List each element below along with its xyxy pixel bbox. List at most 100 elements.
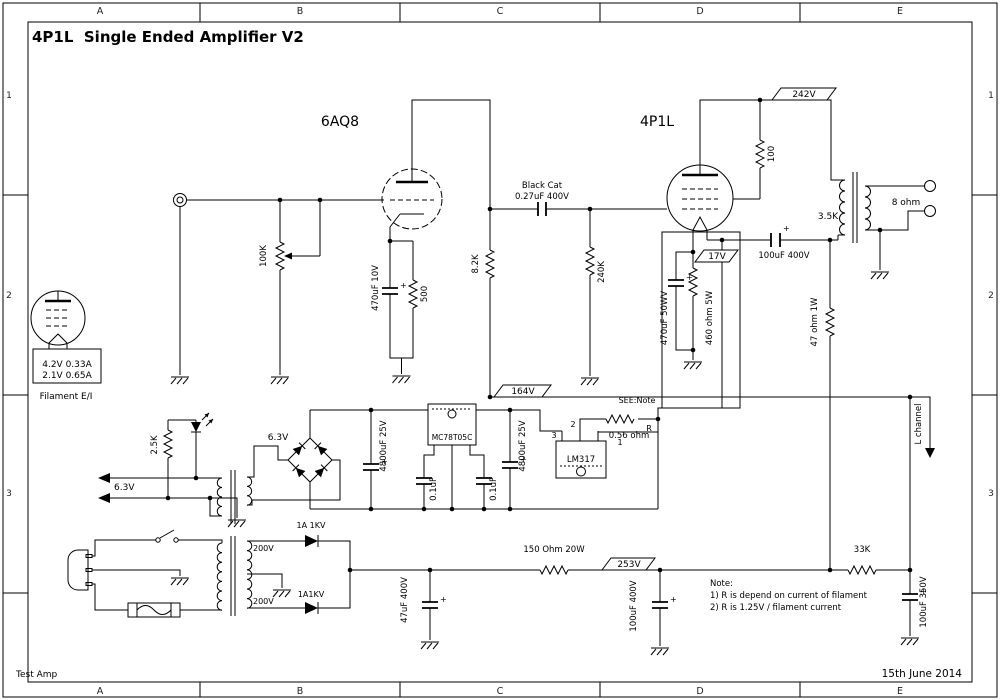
cap-100uf400-body bbox=[652, 601, 668, 609]
footer-left: Test Amp bbox=[15, 670, 58, 680]
coupling-cap-value: 0.27uF 400V bbox=[515, 192, 569, 202]
bridge-rectifier bbox=[287, 437, 333, 483]
plate-res-body bbox=[484, 249, 496, 279]
tube2-label: 4P1L bbox=[640, 114, 674, 130]
res-33k-body bbox=[847, 564, 877, 576]
filament-res-label: 460 ohm 5W bbox=[705, 290, 715, 345]
note-line1: 1) R is depend on current of filament bbox=[710, 591, 868, 601]
heater-out-label: 6.3V bbox=[114, 483, 135, 493]
screen-res-body bbox=[754, 139, 766, 169]
plus-cap-4800a: + bbox=[381, 457, 388, 466]
grid-col-d-bottom: D bbox=[696, 686, 703, 697]
indicator-res-body bbox=[162, 429, 174, 459]
plus-cathode-cap: + bbox=[400, 281, 407, 290]
mains-transformer bbox=[216, 536, 253, 616]
grid-col-c-bottom: C bbox=[497, 686, 504, 697]
rectifier-diode-2 bbox=[305, 602, 319, 614]
plus-ultrapath-cap: + bbox=[783, 224, 790, 233]
flag-17v: 17V bbox=[708, 252, 726, 262]
footer-date: 15th June 2014 bbox=[882, 668, 963, 680]
grid-row-2-right: 2 bbox=[988, 291, 994, 301]
cap-01a-body bbox=[416, 477, 432, 485]
page-title: 4P1L Single Ended Amplifier V2 bbox=[32, 28, 304, 46]
ultrapath-cap-label: 100uF 400V bbox=[758, 251, 809, 261]
cathode-cap-body bbox=[382, 287, 398, 295]
heater-winding-label: 6.3V bbox=[268, 433, 289, 443]
grid-col-b-top: B bbox=[297, 6, 304, 17]
fb-res-body bbox=[824, 307, 836, 337]
cap-4800b-body bbox=[502, 461, 518, 469]
ultrapath-cap-body bbox=[770, 233, 781, 247]
grid-res-label: 240K bbox=[597, 261, 607, 283]
input-jack bbox=[173, 193, 187, 207]
opt-secondary-label: 8 ohm bbox=[892, 198, 921, 208]
see-note-label: SEE:Note bbox=[619, 396, 656, 405]
filament-info-line2: 2.1V 0.65A bbox=[42, 371, 92, 381]
mains-input bbox=[67, 529, 181, 618]
grid-row-3-right: 3 bbox=[988, 489, 994, 499]
grid-col-e-bottom: E bbox=[897, 686, 903, 697]
power-switch bbox=[155, 529, 179, 543]
cap-01a-label: 0.1uF bbox=[429, 477, 439, 501]
l-channel-label: L channel bbox=[914, 403, 924, 444]
cap-01b-label: 0.1uF bbox=[489, 477, 499, 501]
plus-cap-47uf: + bbox=[440, 595, 447, 604]
r-value-label: 0.56 ohm bbox=[609, 431, 650, 441]
lm317-pin1-label: 1 bbox=[617, 438, 622, 447]
grid-col-c-top: C bbox=[497, 6, 504, 17]
grid-row-3-left: 3 bbox=[6, 489, 12, 499]
lm317-pin3-label: 3 bbox=[551, 431, 556, 440]
filament-info-line1: 4.2V 0.33A bbox=[42, 360, 92, 370]
mains-winding-bottom-label: 200V bbox=[253, 597, 274, 606]
tube-info-symbol: 4.2V 0.33A 2.1V 0.65A Filament E/I bbox=[30, 290, 102, 402]
cap-4800a-body bbox=[363, 463, 379, 471]
r-label: R bbox=[646, 424, 652, 433]
grid-row-2-left: 2 bbox=[6, 291, 12, 301]
dropper-res-body bbox=[539, 564, 569, 576]
filament-res-body bbox=[687, 267, 699, 297]
filament-info-caption: Filament E/I bbox=[40, 392, 93, 402]
output-terminal-top bbox=[924, 180, 936, 192]
cathode-res-label: 500 bbox=[420, 286, 430, 302]
volume-pot-label: 100K bbox=[259, 245, 269, 267]
r-056-body bbox=[605, 413, 635, 425]
mains-winding-top-label: 200V bbox=[253, 544, 274, 553]
resistors bbox=[162, 139, 877, 576]
filament-cap-body bbox=[668, 279, 684, 287]
filament-cap-label: 470uF 50WV bbox=[660, 291, 670, 345]
heater-out-terminals bbox=[98, 473, 110, 503]
screen-res-label: 100 bbox=[767, 146, 777, 162]
junction-dots bbox=[165, 97, 913, 573]
rectifier-diode-1 bbox=[305, 535, 319, 547]
pot-wiper-arrow bbox=[284, 252, 292, 260]
cathode-res-body bbox=[407, 279, 419, 309]
note-line2: 2) R is 1.25V / filament current bbox=[710, 603, 842, 613]
ground-symbols bbox=[170, 271, 919, 656]
filament-info-box bbox=[32, 348, 102, 384]
coupling-cap-name: Black Cat bbox=[522, 181, 563, 191]
regulator-5v-label: MC78T05C bbox=[432, 433, 473, 442]
tube1-label: 6AQ8 bbox=[321, 114, 359, 130]
volume-pot-body bbox=[274, 241, 286, 271]
cap-4800b-label: 4800uF 25V bbox=[518, 420, 528, 471]
heater-transformer bbox=[216, 470, 253, 524]
cap-100uf350-label: 100uF 350V bbox=[919, 576, 929, 627]
cap-100uf350-body bbox=[902, 593, 918, 601]
grid-col-a-bottom: A bbox=[97, 686, 104, 697]
indicator-res-label: 2.5K bbox=[150, 435, 160, 455]
output-terminal-bottom bbox=[924, 205, 936, 217]
cathode-cap-label: 470uF 10V bbox=[371, 265, 381, 311]
regulator-5v: MC78T05C bbox=[427, 403, 477, 446]
flag-164v: 164V bbox=[511, 387, 535, 397]
grid-res-body bbox=[584, 246, 596, 276]
dropper-res-label: 150 Ohm 20W bbox=[523, 545, 585, 555]
diode2-label: 1A1KV bbox=[298, 590, 325, 599]
fb-res-label: 47 ohm 1W bbox=[810, 297, 820, 346]
grid-row-1-right: 1 bbox=[988, 91, 994, 101]
plate-res-label: 8.2K bbox=[471, 254, 481, 274]
cap-47uf-body bbox=[422, 601, 438, 609]
indicator-led bbox=[191, 412, 214, 433]
lm317-pin2-label: 2 bbox=[570, 420, 575, 429]
